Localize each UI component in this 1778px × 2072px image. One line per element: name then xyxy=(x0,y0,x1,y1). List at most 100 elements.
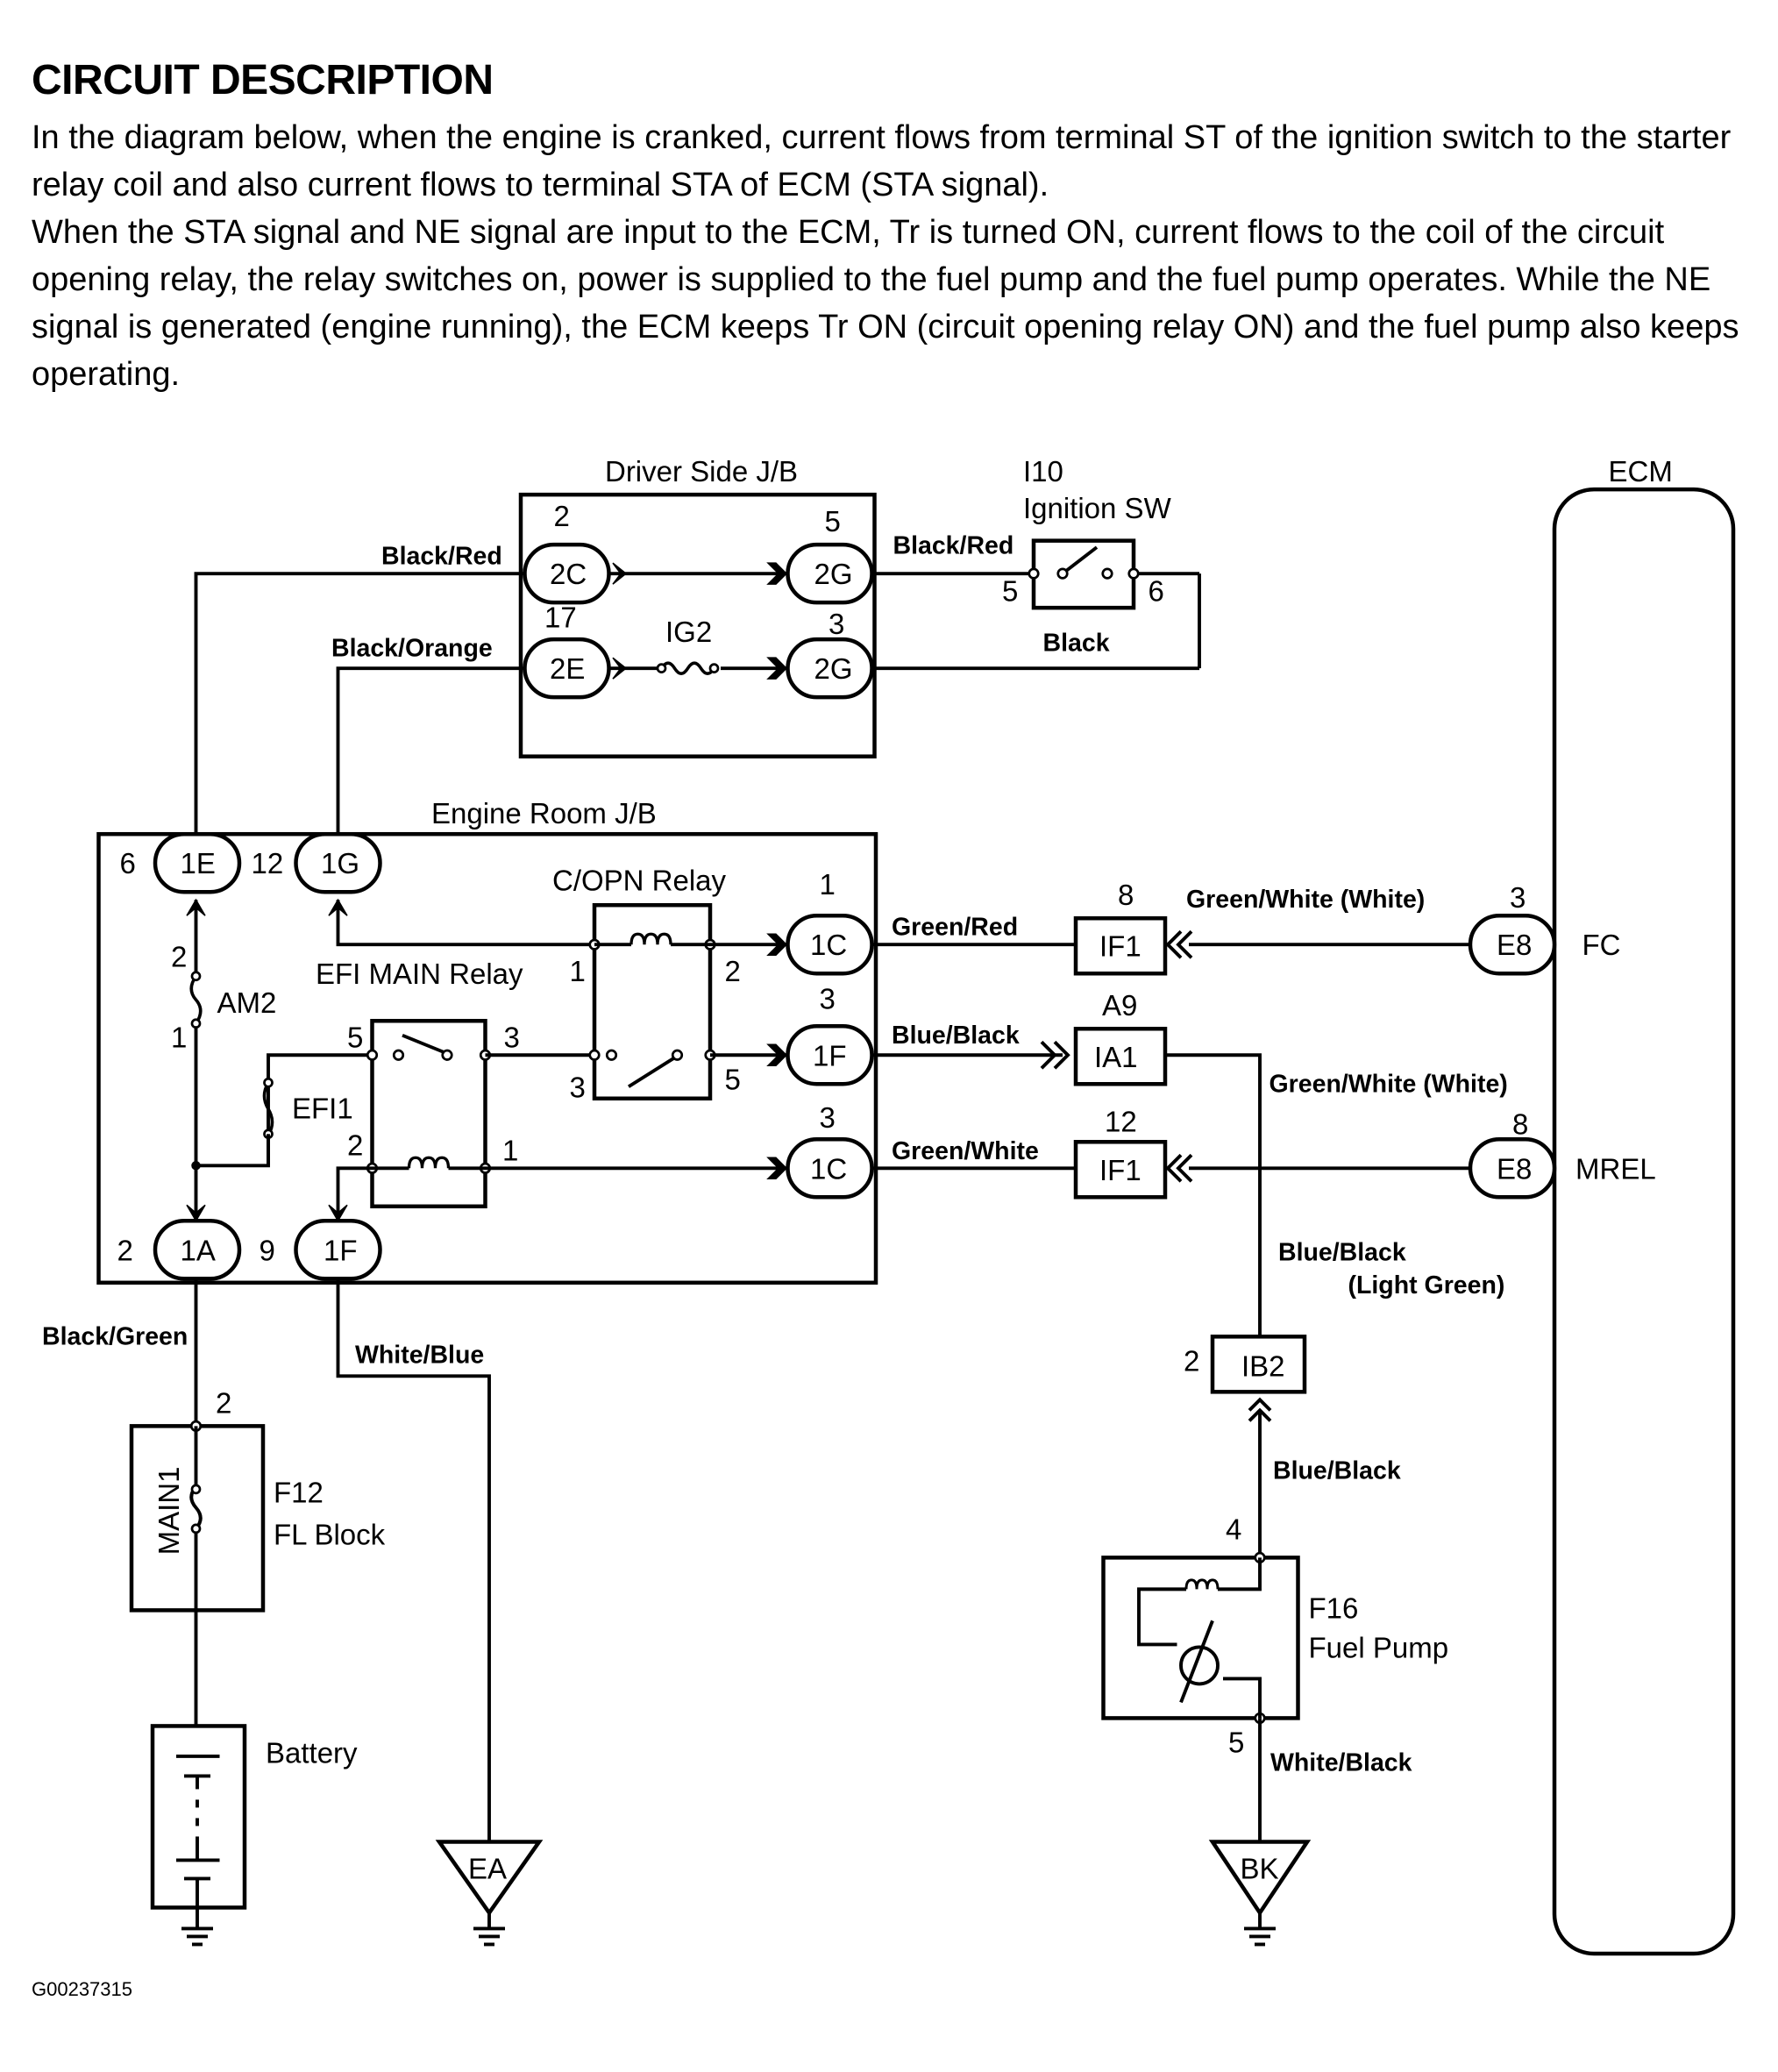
ground-triangle-icon xyxy=(435,1840,544,1917)
pin-number: 1 xyxy=(820,868,836,901)
pin-number: 6 xyxy=(1149,575,1164,608)
pin-number: 5 xyxy=(347,1021,363,1053)
engine-jb-title: Engine Room J/B xyxy=(431,797,657,830)
connector-2g: 2G xyxy=(814,558,853,590)
power-supply: Black/Green 2 MAIN1 F12 FL Block xyxy=(42,1278,386,1947)
ecm-title: ECM xyxy=(1609,455,1673,488)
fl-block-id: F12 xyxy=(274,1476,324,1508)
figure-id: G00237315 xyxy=(32,1978,132,2000)
pin-number: 2 xyxy=(347,1129,363,1161)
pin-number: 2 xyxy=(117,1234,133,1266)
pin-number: 3 xyxy=(570,1071,586,1103)
ground-triangle-icon xyxy=(1208,1840,1312,1917)
ecm-terminal-fc: FC xyxy=(1582,929,1621,961)
connector-1c: 1C xyxy=(810,1152,847,1185)
pin-number: 3 xyxy=(820,1101,836,1134)
pin-number: 9 xyxy=(260,1234,275,1266)
connector-ia1: IA1 xyxy=(1094,1041,1138,1073)
fuse-icon xyxy=(262,1081,274,1136)
relay-coil-icon xyxy=(629,932,672,945)
connector-if1: IF1 xyxy=(1099,930,1141,963)
wire-label: Black/Red xyxy=(893,532,1014,560)
connector-if1: IF1 xyxy=(1099,1154,1141,1186)
wire-label: Green/White (White) xyxy=(1186,886,1425,914)
fuel-pump-box xyxy=(1101,1556,1300,1720)
pin-number: 5 xyxy=(725,1063,741,1095)
pin-number: 5 xyxy=(1002,575,1018,608)
ground-icon xyxy=(1244,1926,1276,1947)
wire-label: Green/Red xyxy=(892,914,1018,942)
connector-1g: 1G xyxy=(321,847,359,879)
relay-switch-icon xyxy=(402,1033,445,1055)
section-title: CIRCUIT DESCRIPTION xyxy=(32,57,494,103)
ground-icon xyxy=(181,1926,213,1947)
connector-arrow-icon xyxy=(186,898,206,916)
relay-switch-icon xyxy=(627,1056,676,1088)
engine-room-jb: Engine Room J/B 1E 1G 6 1 2 2 1 AM2 xyxy=(96,797,878,1285)
ignition-name: Ignition SW xyxy=(1023,492,1172,524)
copn-relay-title: C/OPN Relay xyxy=(552,865,727,897)
connector-arrow-icon xyxy=(328,1204,348,1222)
connector-1f: 1F xyxy=(324,1234,358,1266)
connector-1c: 1C xyxy=(810,929,847,961)
fuel-pump-name: Fuel Pump xyxy=(1309,1631,1449,1663)
wire-label: Green/White (White) xyxy=(1269,1070,1508,1098)
connector-arrow-icon xyxy=(1248,1397,1272,1422)
connector-1e: 1E xyxy=(181,847,216,879)
connector-e8: E8 xyxy=(1497,1152,1532,1185)
connector-2e: 2E xyxy=(550,652,585,685)
wire-label: Blue/Black xyxy=(1273,1456,1401,1485)
wire-label: Black/Orange xyxy=(331,635,493,663)
pin-number: 5 xyxy=(1228,1726,1244,1758)
efi-relay-title: EFI MAIN Relay xyxy=(316,958,523,990)
wire-label: Black/Red xyxy=(381,543,502,571)
wire-label: Blue/Black xyxy=(892,1022,1020,1050)
pin-number: 8 xyxy=(1512,1107,1528,1140)
engine-jb-box xyxy=(96,831,878,1285)
fuse-label: IG2 xyxy=(665,616,712,648)
connector-ib2: IB2 xyxy=(1241,1349,1285,1382)
connector-2g: 2G xyxy=(814,652,853,685)
pin-number: 1 xyxy=(570,955,586,987)
connector-arrow-icon xyxy=(1165,1153,1193,1183)
ground-label: BK xyxy=(1241,1852,1279,1884)
junction-connectors: Green/Red Blue/Black Green/White IF1 8 I… xyxy=(873,879,1508,1337)
connector-arrow-icon xyxy=(1165,929,1193,959)
ignition-switch: I10 Ignition SW 5 6 Black Black/Red xyxy=(873,455,1201,671)
ground-icon xyxy=(473,1926,505,1947)
connector-1a: 1A xyxy=(181,1234,216,1266)
pin-number: 4 xyxy=(1226,1513,1241,1545)
pin-number: 2 xyxy=(216,1386,231,1419)
fuse-label: AM2 xyxy=(217,986,277,1019)
wire-label: White/Black xyxy=(1270,1748,1412,1777)
connector-arrow-icon xyxy=(612,657,628,680)
connector-id: A9 xyxy=(1102,989,1137,1022)
connector-arrow-icon xyxy=(186,1204,206,1222)
ecm: ECM E8 E8 3 8 FC MREL xyxy=(1470,455,1736,1956)
pin-number: 3 xyxy=(820,983,836,1015)
description-paragraph: When the STA signal and NE signal are in… xyxy=(32,214,1739,393)
connector-arrow-icon xyxy=(612,562,628,585)
ignition-id: I10 xyxy=(1023,455,1063,488)
connector-2c: 2C xyxy=(550,558,587,590)
fuse-label: MAIN1 xyxy=(153,1467,185,1556)
pin-number: 3 xyxy=(829,608,844,640)
wire-label: (Light Green) xyxy=(1348,1271,1505,1299)
pin-number: 5 xyxy=(825,505,841,538)
pin-number: 2 xyxy=(171,941,187,973)
wire-label: Black/Green xyxy=(42,1322,188,1350)
copn-relay xyxy=(592,902,713,1101)
efi-main-relay xyxy=(370,1018,487,1209)
driver-side-jb: Driver Side J/B 2C 2G 2 5 2E 2G 17 xyxy=(518,455,877,758)
connector-arrow-icon xyxy=(328,898,348,916)
ground-label: EA xyxy=(468,1852,507,1884)
fuse-icon xyxy=(189,975,203,1025)
battery-label: Battery xyxy=(266,1736,358,1769)
pin-number: 6 xyxy=(120,847,136,879)
pin-number: 3 xyxy=(504,1021,520,1053)
switch-contact-icon xyxy=(1061,545,1099,575)
driver-jb-box xyxy=(518,492,877,758)
battery-icon xyxy=(176,1754,220,1927)
